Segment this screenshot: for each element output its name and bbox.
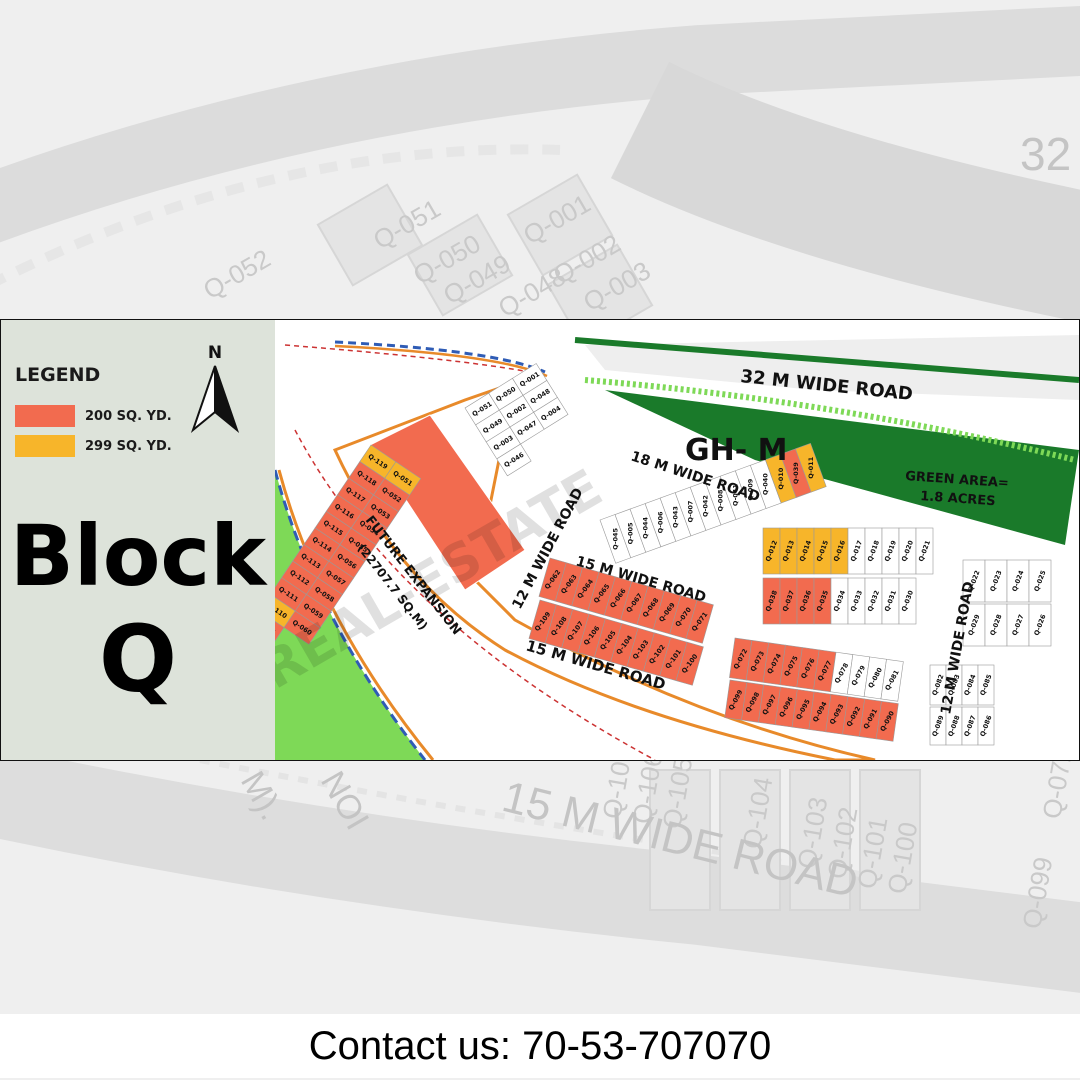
legend-item-299: 299 SQ. YD. bbox=[15, 434, 172, 458]
plot-cell[interactable] bbox=[795, 443, 827, 493]
gh-m-green-area bbox=[605, 390, 1079, 545]
plot-cell[interactable] bbox=[875, 700, 899, 742]
park-area bbox=[275, 470, 425, 760]
bg-road-number: 32 bbox=[1020, 128, 1071, 180]
plot-cell[interactable] bbox=[496, 443, 532, 477]
plot-group-cluster-top: Q-051Q-050Q-001Q-049Q-002Q-048Q-003Q-047… bbox=[464, 363, 569, 477]
plot-label: Q-045 bbox=[611, 527, 619, 549]
plot-label: Q-008 bbox=[717, 489, 725, 511]
legend-swatch-200 bbox=[15, 405, 75, 427]
green-area-label-1: GREEN AREA= bbox=[905, 469, 1010, 491]
plot-group-row-18: Q-045 Q-005 Q-044 Q-006 Q-043 Q-007 Q-042 Q-008… bbox=[599, 443, 827, 564]
contact-line: Contact us: 70-53-707070 bbox=[0, 1014, 1080, 1078]
plot-cell[interactable] bbox=[898, 577, 917, 625]
plot-cell[interactable] bbox=[275, 610, 285, 645]
plot-cell[interactable] bbox=[880, 658, 904, 702]
gh-label: GH- M bbox=[685, 433, 787, 468]
plot-cell[interactable] bbox=[675, 641, 704, 686]
plot-label: Q-006 bbox=[656, 511, 664, 533]
legend-label-200: 200 SQ. YD. bbox=[85, 408, 172, 424]
plot-cell[interactable] bbox=[1028, 559, 1052, 603]
legend-swatch-299 bbox=[15, 435, 75, 457]
plot-label: Q-044 bbox=[641, 517, 649, 539]
plot-cell[interactable] bbox=[533, 396, 569, 430]
plot-label: Q-039 bbox=[792, 462, 800, 484]
strip-left-block bbox=[369, 414, 526, 591]
plot-cell[interactable] bbox=[283, 610, 321, 645]
plot-cell[interactable] bbox=[977, 664, 995, 706]
block-title: Block bbox=[9, 507, 267, 605]
plot-cell[interactable] bbox=[977, 706, 995, 746]
north-label: N bbox=[208, 343, 222, 363]
site-plan-panel: LEGEND 200 SQ. YD. 299 SQ. YD. N Block Q bbox=[0, 319, 1080, 761]
plot-label: Q-005 bbox=[626, 522, 634, 544]
legend-panel: LEGEND 200 SQ. YD. 299 SQ. YD. N Block Q bbox=[1, 320, 275, 760]
plot-label: Q-041 bbox=[732, 484, 740, 506]
plot-label: Q-042 bbox=[702, 495, 710, 517]
site-map: Q-119Q-051Q-118Q-052Q-117Q-053Q-116Q-054… bbox=[275, 320, 1079, 760]
plot-group-block-lower-bottom: Q-109Q-108Q-107Q-106Q-105Q-104Q-103Q-102… bbox=[528, 599, 704, 686]
plot-label: Q-043 bbox=[672, 506, 680, 528]
legend-label-299: 299 SQ. YD. bbox=[85, 438, 172, 454]
plot-cell[interactable] bbox=[915, 527, 934, 575]
block-letter: Q bbox=[98, 606, 178, 713]
plot-group-strip-left: Q-119Q-051Q-118Q-052Q-117Q-053Q-116Q-054… bbox=[275, 444, 422, 645]
plot-label: Q-007 bbox=[687, 501, 695, 523]
green-area-label-2: 1.8 ACRES bbox=[920, 489, 996, 509]
legend-title: LEGEND bbox=[15, 364, 101, 386]
legend-item-200: 200 SQ. YD. bbox=[15, 404, 172, 428]
plot-layer: Q-119Q-051Q-118Q-052Q-117Q-053Q-116Q-054… bbox=[275, 363, 1052, 746]
plot-label: Q-010 bbox=[777, 467, 785, 489]
plot-group-block-lower-top: Q-062Q-063Q-064Q-065Q-066Q-067Q-068Q-069… bbox=[538, 557, 714, 644]
plot-label: Q-011 bbox=[807, 456, 815, 478]
plot-label: Q-040 bbox=[762, 473, 770, 495]
plot-cell[interactable] bbox=[685, 599, 714, 644]
north-arrow-icon: N bbox=[190, 343, 240, 434]
plot-label: Q-009 bbox=[747, 478, 755, 500]
plot-cell[interactable] bbox=[1028, 603, 1052, 647]
